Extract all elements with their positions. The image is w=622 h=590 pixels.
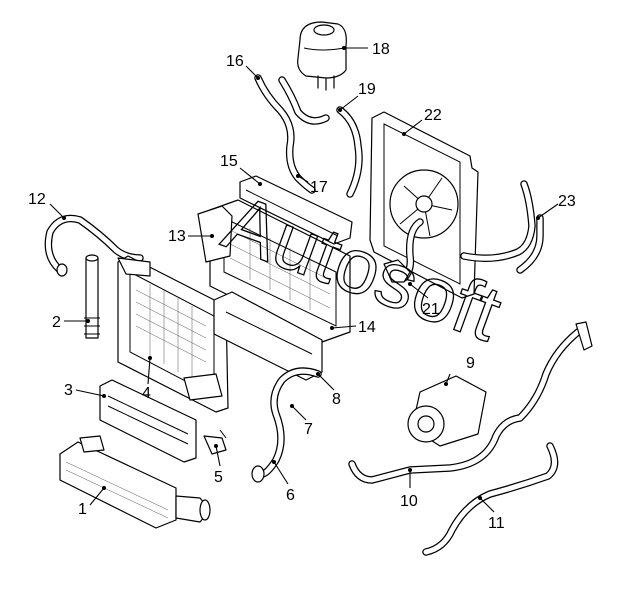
callout-10: 10 [400, 493, 418, 510]
callout-16: 16 [226, 53, 244, 70]
lower-duct [213, 291, 323, 381]
callout-15: 15 [220, 153, 238, 170]
callout-4: 4 [142, 385, 151, 402]
ac-pipe-11 [422, 442, 559, 556]
callout-8: 8 [332, 391, 341, 408]
callout-19: 19 [358, 81, 376, 98]
callout-5: 5 [214, 469, 223, 486]
intercooler [59, 435, 211, 529]
callout-6: 6 [286, 487, 295, 504]
hose-19 [336, 106, 363, 198]
pipe-12 [44, 214, 144, 277]
ac-pipe-10 [348, 321, 593, 484]
radiator [117, 255, 229, 413]
top-cross-member [239, 175, 353, 245]
leader-dots [62, 46, 540, 500]
callout-14: 14 [358, 319, 376, 336]
callout-13: 13 [168, 228, 186, 245]
callout-23: 23 [558, 193, 576, 210]
hose-2 [84, 254, 100, 339]
hose-21 [383, 218, 424, 283]
callout-9: 9 [466, 355, 475, 372]
upper-hose-16-17 [254, 74, 330, 194]
sensor-5 [203, 429, 227, 455]
callout-7: 7 [304, 421, 313, 438]
callout-22: 22 [424, 107, 442, 124]
callout-1: 1 [78, 501, 87, 518]
callout-3: 3 [64, 382, 73, 399]
callout-2: 2 [52, 314, 61, 331]
leader-lines [49, 47, 559, 513]
callout-12: 12 [28, 191, 46, 208]
expansion-tank [297, 21, 347, 91]
callout-18: 18 [372, 41, 390, 58]
radiator-frame [197, 199, 351, 343]
callout-21: 21 [422, 301, 440, 318]
bracket-3 [99, 379, 197, 463]
fan-cowl [369, 111, 479, 299]
ac-compressor [407, 375, 487, 447]
callout-17: 17 [310, 179, 328, 196]
callout-11: 11 [488, 515, 505, 532]
callout-labels: 1 2 3 4 5 6 7 8 9 10 11 12 13 14 15 16 1… [28, 41, 576, 532]
hose-7-6 [251, 367, 322, 483]
pipe-23 [460, 180, 544, 274]
